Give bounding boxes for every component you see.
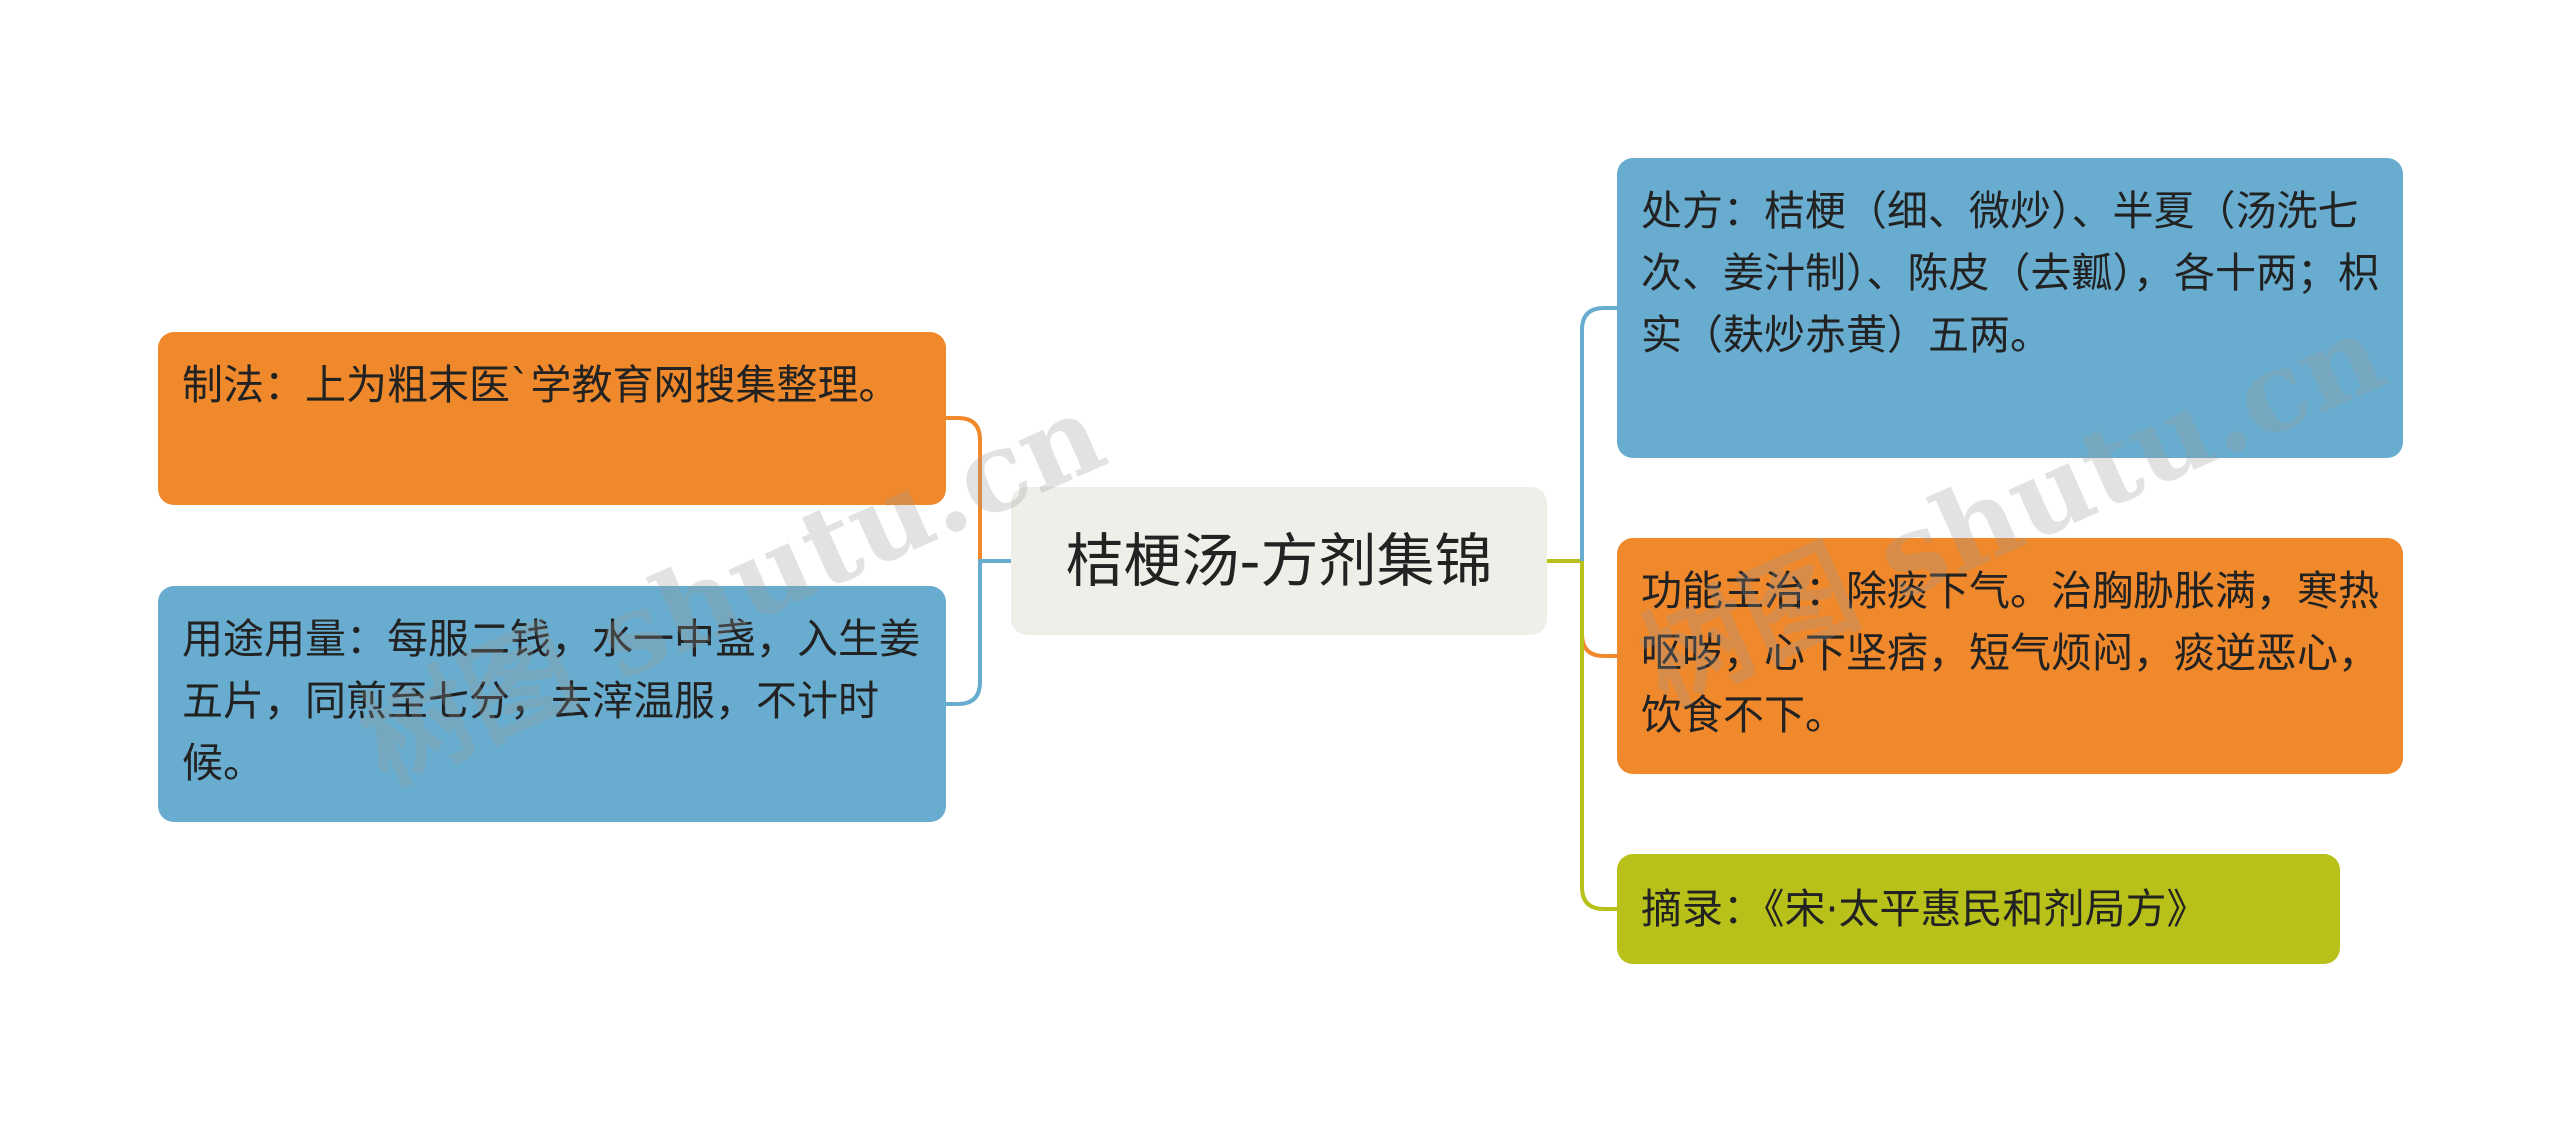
connector-right-middle (1580, 561, 1617, 658)
branch-label-gongneng: 功能主治：除痰下气。治胸胁胀满，寒热呕哕，心下坚痞，短气烦闷，痰逆恶心，饮食不下… (1641, 567, 2379, 739)
branch-label-yongtu: 用途用量：每服二钱，水一中盏，入生姜五片，同煎至七分，去滓温服，不计时候。 (182, 615, 920, 787)
central-topic-label: 桔梗汤-方剂集锦 (1065, 527, 1493, 595)
branch-node-chufang[interactable]: 处方：桔梗（细、微炒）、半夏（汤洗七次、姜汁制）、陈皮（去瓤），各十两；枳实（麸… (1617, 158, 2403, 458)
branch-node-zhailu[interactable]: 摘录：《宋·太平惠民和剂局方》 (1617, 854, 2340, 964)
branch-label-zhailu: 摘录：《宋·太平惠民和剂局方》 (1641, 885, 2208, 933)
branch-label-zhifa: 制法：上为粗末医`学教育网搜集整理。 (182, 361, 900, 409)
connector-right-bottom (1580, 561, 1617, 911)
branch-node-zhifa[interactable]: 制法：上为粗末医`学教育网搜集整理。 (158, 332, 946, 505)
central-topic[interactable]: 桔梗汤-方剂集锦 (1011, 487, 1547, 635)
connector-left-bottom (946, 559, 1011, 706)
branch-node-yongtu[interactable]: 用途用量：每服二钱，水一中盏，入生姜五片，同煎至七分，去滓温服，不计时候。 (158, 586, 946, 822)
connector-left-top (946, 416, 1011, 563)
connector-right-top (1580, 306, 1617, 561)
branch-node-gongneng[interactable]: 功能主治：除痰下气。治胸胁胀满，寒热呕哕，心下坚痞，短气烦闷，痰逆恶心，饮食不下… (1617, 538, 2403, 774)
branch-label-chufang: 处方：桔梗（细、微炒）、半夏（汤洗七次、姜汁制）、陈皮（去瓤），各十两；枳实（麸… (1641, 187, 2379, 359)
